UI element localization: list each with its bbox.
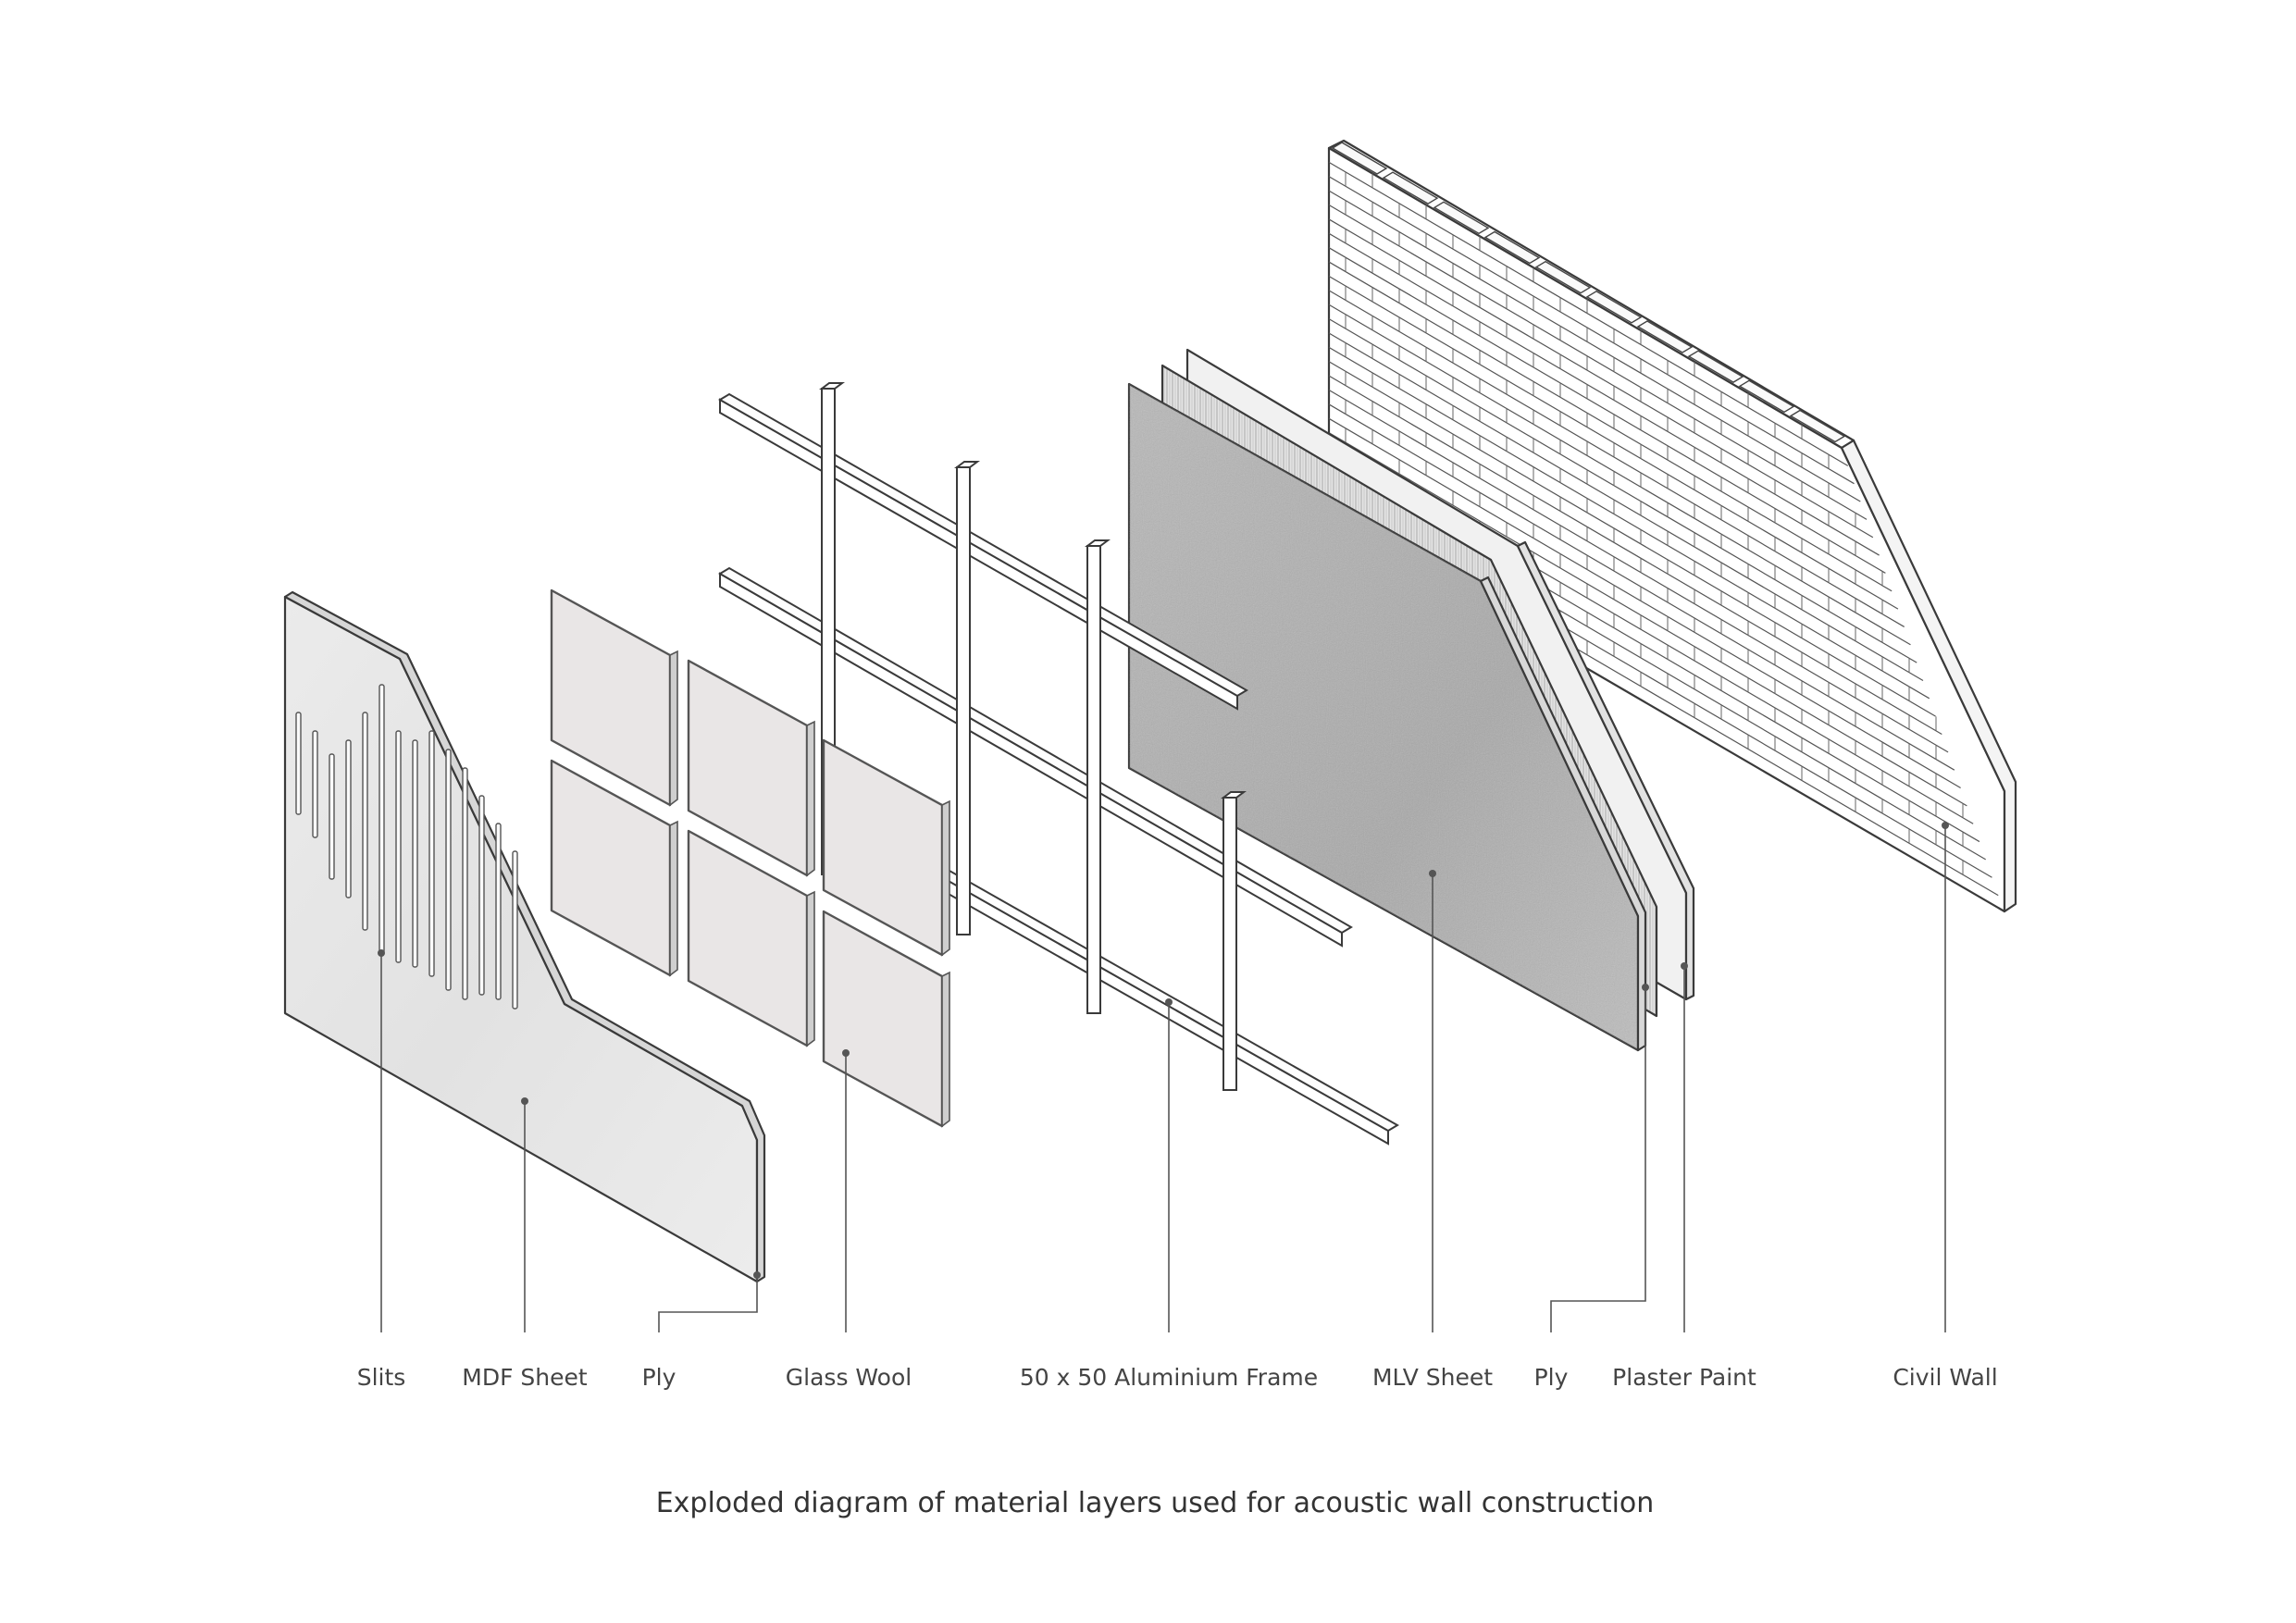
label-mdf-sheet: MDF Sheet xyxy=(462,1364,588,1391)
label-aluminium-frame: 50 x 50 Aluminium Frame xyxy=(1020,1364,1318,1391)
leader-lines xyxy=(378,822,1949,1332)
slit xyxy=(329,753,335,880)
slit xyxy=(428,730,435,977)
slits xyxy=(295,684,518,1010)
slit xyxy=(478,795,485,996)
slit xyxy=(495,823,502,1000)
slit xyxy=(445,749,452,991)
glass-wool-panels xyxy=(550,588,950,1128)
frame-post xyxy=(956,466,971,935)
aluminium-frame xyxy=(718,382,1399,1146)
label-plaster-paint: Plaster Paint xyxy=(1612,1364,1756,1391)
label-mlv-sheet: MLV Sheet xyxy=(1372,1364,1493,1391)
slit xyxy=(379,684,385,954)
frame-post xyxy=(1222,797,1237,1091)
slit xyxy=(512,850,518,1010)
diagram-caption: Exploded diagram of material layers used… xyxy=(656,1487,1655,1519)
label-ply-back: Ply xyxy=(1534,1364,1569,1391)
label-civil-wall: Civil Wall xyxy=(1893,1364,1997,1391)
label-glass-wool: Glass Wool xyxy=(786,1364,912,1391)
slit xyxy=(462,767,468,1000)
slit xyxy=(412,739,418,968)
label-slits: Slits xyxy=(357,1364,406,1391)
slit xyxy=(395,730,402,963)
slit xyxy=(345,739,352,898)
frame-post xyxy=(1086,545,1101,1014)
slit xyxy=(295,712,302,815)
civil-wall xyxy=(1327,139,2017,913)
mdf-sheet xyxy=(283,590,766,1283)
slit xyxy=(312,730,318,838)
layer-labels: Slits MDF Sheet Ply Glass Wool 50 x 50 A… xyxy=(357,1364,1998,1391)
slit xyxy=(362,712,368,931)
label-ply-front: Ply xyxy=(642,1364,676,1391)
